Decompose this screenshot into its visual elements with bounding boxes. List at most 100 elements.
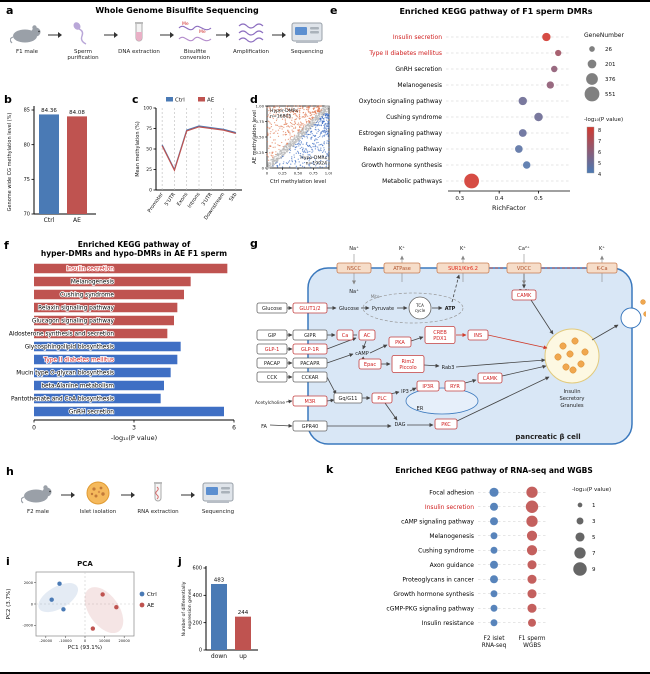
svg-text:-log₁₀(P value): -log₁₀(P value) <box>572 487 611 493</box>
workflow-step-sperm-purification: Sperm purification <box>62 18 104 62</box>
flow-arrow-icon <box>48 30 62 40</box>
svg-text:80: 80 <box>24 142 30 148</box>
workflow-step-label: Sperm purification <box>67 48 99 61</box>
svg-text:Ca: Ca <box>342 333 349 339</box>
flow-arrow-icon <box>272 30 286 40</box>
svg-text:-log₁₀(P value): -log₁₀(P value) <box>584 117 623 123</box>
panel-g-letter: g <box>250 237 258 250</box>
workflow-step-rna-extraction: RNA extraction <box>135 478 181 515</box>
svg-text:n=16805: n=16805 <box>270 114 291 120</box>
svg-text:F2 islet: F2 islet <box>484 636 506 642</box>
svg-text:0.75: 0.75 <box>309 171 318 176</box>
panel-j-letter: j <box>178 555 182 568</box>
svg-text:8: 8 <box>598 128 601 134</box>
svg-text:3: 3 <box>132 425 136 432</box>
svg-text:0: 0 <box>199 648 202 654</box>
svg-text:0.25: 0.25 <box>256 150 265 155</box>
sequencer-icon <box>290 18 324 48</box>
svg-text:Insulin secretion: Insulin secretion <box>393 34 442 41</box>
workflow-step-label: RNA extraction <box>137 509 179 515</box>
svg-text:ATPase: ATPase <box>393 266 411 272</box>
svg-text:GLP-1: GLP-1 <box>265 347 280 353</box>
svg-text:0: 0 <box>262 165 265 170</box>
svg-text:PLC: PLC <box>377 396 387 402</box>
svg-text:AE methylation level: AE methylation level <box>252 110 258 164</box>
workflow-step-label: F1 male <box>15 48 39 55</box>
svg-text:Cushing syndrome: Cushing syndrome <box>386 114 442 121</box>
svg-text:1.00: 1.00 <box>256 103 265 108</box>
svg-text:-20000: -20000 <box>39 639 52 643</box>
svg-text:PC1 (93.1%): PC1 (93.1%) <box>68 645 102 651</box>
svg-text:cAMP: cAMP <box>355 351 369 357</box>
svg-text:376: 376 <box>605 77 616 83</box>
svg-text:Ctrl: Ctrl <box>175 98 185 104</box>
svg-text:pancreatic β cell: pancreatic β cell <box>515 433 580 441</box>
svg-text:Focal adhesion: Focal adhesion <box>429 489 474 496</box>
flow-arrow-icon <box>160 30 174 40</box>
svg-text:n=19924: n=19924 <box>306 161 327 167</box>
svg-text:Insulin resistance: Insulin resistance <box>422 620 475 627</box>
svg-text:20000: 20000 <box>118 639 130 643</box>
svg-text:Mito: Mito <box>371 294 380 299</box>
svg-text:AE: AE <box>73 217 81 224</box>
svg-text:25: 25 <box>146 167 152 173</box>
svg-text:PKA: PKA <box>395 340 405 346</box>
panel-e-title: Enriched KEGG pathway of F1 sperm DMRs <box>399 7 593 16</box>
svg-text:Granules: Granules <box>560 403 584 409</box>
svg-text:DAG: DAG <box>395 422 406 428</box>
svg-text:2000: 2000 <box>24 581 34 585</box>
svg-text:Hypo-DMRs: Hypo-DMRs <box>300 155 327 161</box>
svg-text:PKC: PKC <box>441 422 451 428</box>
svg-text:TCA: TCA <box>415 303 424 308</box>
svg-text:cGMP-PKG signaling pathway: cGMP-PKG signaling pathway <box>386 605 474 612</box>
workflow-step-sequencing: Sequencing <box>195 478 241 515</box>
svg-text:CREB: CREB <box>433 330 447 336</box>
svg-text:AC: AC <box>364 333 371 339</box>
svg-text:Glucagon signaling pathway: Glucagon signaling pathway <box>32 319 115 325</box>
svg-text:0: 0 <box>149 188 152 194</box>
svg-text:Genome wide CG methylation lev: Genome wide CG methylation level (%) <box>7 113 13 212</box>
flow-arrow-icon <box>104 30 118 40</box>
svg-text:Cushing syndrome: Cushing syndrome <box>60 293 114 299</box>
svg-text:1.00: 1.00 <box>325 171 332 176</box>
svg-text:75: 75 <box>146 126 152 132</box>
svg-text:M3R: M3R <box>305 399 316 405</box>
panel-d: d 000.250.250.500.500.750.751.001.00Hype… <box>250 94 332 238</box>
svg-text:Ctrl: Ctrl <box>147 592 157 598</box>
svg-text:Estrogen signaling pathway: Estrogen signaling pathway <box>359 130 443 137</box>
svg-text:ER: ER <box>417 406 424 412</box>
workflow-step-f1-male: F1 male <box>6 18 48 55</box>
panel-f-title-line2: hyper-DMRs and hypo-DMRs in AE F1 sperm <box>40 249 228 258</box>
svg-text:AE: AE <box>207 98 215 104</box>
svg-text:600: 600 <box>192 566 202 572</box>
svg-text:6: 6 <box>598 150 601 156</box>
svg-text:200: 200 <box>192 620 202 626</box>
svg-text:IP3R: IP3R <box>422 384 434 390</box>
svg-text:Relaxin signaling pathway: Relaxin signaling pathway <box>38 306 114 312</box>
svg-text:down: down <box>211 653 227 660</box>
svg-text:GeneNumber: GeneNumber <box>584 32 624 39</box>
flow-arrow-icon <box>121 490 135 500</box>
svg-text:Pantothenate and CoA biosynthe: Pantothenate and CoA biosynthesis <box>11 397 114 403</box>
svg-text:RNA-seq: RNA-seq <box>482 643 507 649</box>
islet-icon <box>84 478 112 508</box>
svg-text:4: 4 <box>598 172 601 178</box>
svg-text:50: 50 <box>146 147 152 153</box>
svg-text:VDCC: VDCC <box>517 266 532 272</box>
panel-i-letter: i <box>6 555 10 568</box>
svg-text:K⁺: K⁺ <box>399 246 405 252</box>
panel-a: a Whole Genome Bisulfite Sequencing F1 m… <box>6 5 328 93</box>
svg-text:-2000: -2000 <box>23 624 34 628</box>
amplification-icon <box>236 18 266 48</box>
svg-text:Introns: Introns <box>187 191 202 209</box>
workflow-step-label: Sequencing <box>201 509 235 515</box>
